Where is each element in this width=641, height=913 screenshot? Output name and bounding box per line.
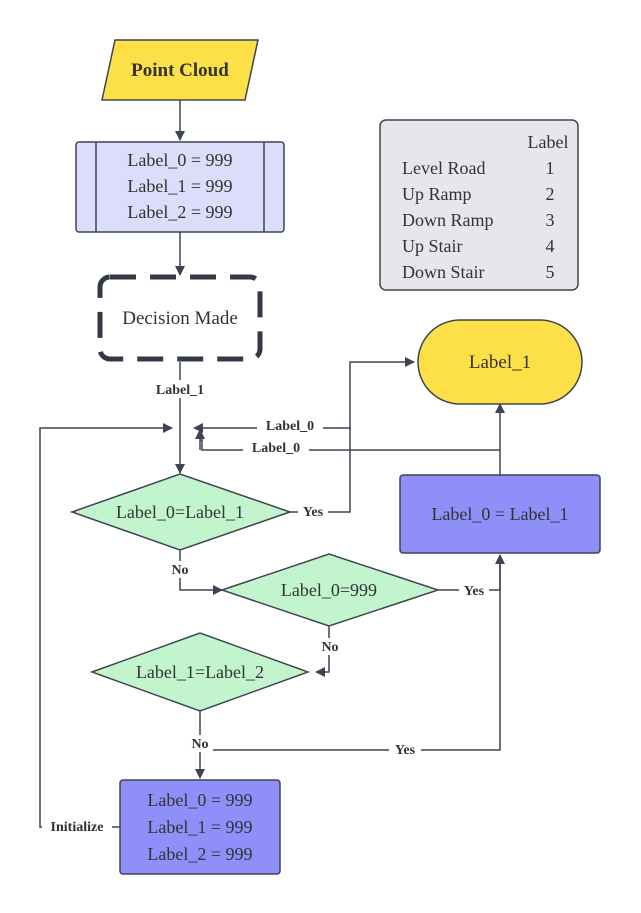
decision-3-shape: [89, 632, 311, 712]
edge-assign-loop-back-a: [193, 423, 351, 433]
edge-label-initialize: Initialize: [51, 820, 104, 835]
edge-assign-loop-back-b: [200, 439, 500, 451]
reset-box-shape: [119, 779, 281, 875]
start-label: Point Cloud: [131, 60, 229, 81]
legend-row-4-name: Down Stair: [402, 262, 485, 282]
decision-1-label: Label_0=Label_1: [116, 502, 244, 522]
legend-row-0-value: 1: [546, 158, 555, 178]
edge-label-d2-yes: Yes: [464, 584, 485, 599]
legend-row-3-name: Up Stair: [402, 236, 463, 256]
decision-3: Label_1=Label_2: [89, 632, 311, 712]
decision-3-label: Label_1=Label_2: [136, 662, 264, 682]
legend-row-2-name: Down Ramp: [402, 210, 494, 230]
decision-2-shape: [219, 553, 441, 627]
legend-table: Label Level Road 1 Up Ramp 2 Down Ramp 3…: [379, 119, 579, 291]
legend-bg: [379, 119, 579, 291]
assign-box-shape: [399, 474, 601, 554]
start-node: Point Cloud: [101, 39, 259, 101]
reset-line-1: Label_1 = 999: [147, 817, 252, 837]
edge-label-label1-out: Label_1: [156, 383, 204, 398]
legend-header: Label: [528, 132, 569, 152]
decision-made-label: Decision Made: [122, 308, 238, 329]
decision-1: Label_0=Label_1: [69, 473, 293, 551]
legend-row-1-name: Up Ramp: [402, 184, 472, 204]
edge-label-d2-no: No: [321, 640, 338, 655]
edge-labels: Label_1 Label_0 Label_0 Yes No Yes No No…: [42, 380, 489, 835]
init-line-2: Label_2 = 999: [127, 202, 232, 222]
end-shape: [417, 319, 583, 405]
init-line-1: Label_1 = 999: [127, 176, 232, 196]
decision-1-shape: [69, 473, 293, 551]
edge-label-d1-yes: Yes: [303, 505, 324, 520]
decision-made-shape: [97, 274, 263, 362]
reset-process: Label_0 = 999 Label_1 = 999 Label_2 = 99…: [119, 779, 281, 875]
edge-label-d3-yes: Yes: [395, 743, 416, 758]
end-node: Label_1: [417, 319, 583, 405]
init-line-0: Label_0 = 999: [127, 150, 232, 170]
edge-label-label0-b: Label_0: [252, 441, 300, 456]
reset-line-0: Label_0 = 999: [147, 790, 252, 810]
assign-process: Label_0 = Label_1: [399, 474, 601, 554]
edge-label-label0-a: Label_0: [266, 419, 314, 434]
legend-row-4-value: 5: [546, 262, 555, 282]
edge-d3-yes-to-assign: [200, 555, 501, 751]
end-label: Label_1: [469, 352, 531, 373]
edge-label-d3-no: No: [191, 737, 208, 752]
init-box-shape: [75, 141, 285, 233]
assign-box-label: Label_0 = Label_1: [431, 504, 568, 524]
decision-made-node: Decision Made: [97, 274, 263, 362]
reset-line-2: Label_2 = 999: [147, 844, 252, 864]
start-shape: [101, 39, 259, 101]
edge-d1-yes-to-end: [290, 357, 415, 513]
legend-row-1-value: 2: [546, 184, 555, 204]
legend-row-2-value: 3: [546, 210, 555, 230]
decision-2: Label_0=999: [219, 553, 441, 627]
decision-2-label: Label_0=999: [281, 580, 377, 600]
legend-row-0-name: Level Road: [402, 158, 485, 178]
edge-label-d1-no: No: [171, 563, 188, 578]
legend-row-3-value: 4: [546, 236, 555, 256]
init-process: Label_0 = 999 Label_1 = 999 Label_2 = 99…: [75, 141, 285, 233]
